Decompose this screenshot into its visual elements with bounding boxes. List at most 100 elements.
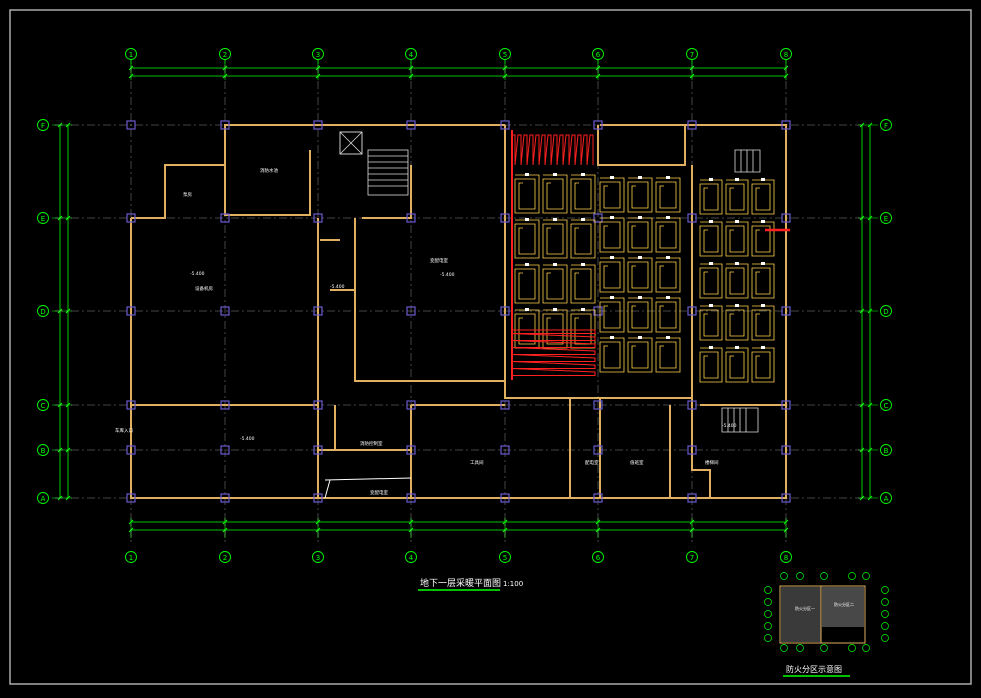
heating-coil-path <box>699 347 723 383</box>
structural-column <box>781 213 791 223</box>
heating-coil-path <box>570 264 596 304</box>
walls <box>130 124 787 499</box>
heating-coil-path <box>655 177 681 213</box>
inset-bubble <box>848 572 856 580</box>
coil-valve <box>761 304 765 307</box>
inset-bubble <box>764 598 772 606</box>
col-bubble-bottom-text: 8 <box>784 554 788 562</box>
col-bubble-bottom-circle <box>125 551 137 563</box>
inset-bubble <box>881 598 889 606</box>
coil-valve <box>581 173 585 176</box>
heating-coil-path <box>655 217 681 253</box>
heating-coil-path <box>627 337 653 373</box>
heating-pipe-red <box>511 134 594 166</box>
coil-valve <box>709 346 713 349</box>
structural-column <box>313 445 323 455</box>
col-bubble-bottom-circle <box>219 551 231 563</box>
heating-coil <box>699 262 723 299</box>
coil-valve <box>610 336 614 339</box>
row-bubble-left-text: A <box>41 495 46 503</box>
structural-column <box>220 445 230 455</box>
row-bubble-left-circle <box>37 305 49 317</box>
heating-coil-path <box>570 309 596 349</box>
room-label: 车库入口 <box>115 427 133 434</box>
inset-bubble <box>881 622 889 630</box>
structural-column <box>220 400 230 410</box>
heating-coil-path <box>542 264 568 304</box>
structural-column <box>313 306 323 316</box>
row-bubble-left-circle <box>37 119 49 131</box>
row-bubble-left-text: C <box>41 402 46 410</box>
inset-bubble <box>764 634 772 642</box>
coil-valve <box>666 176 670 179</box>
coil-valve <box>735 304 739 307</box>
structural-column <box>593 400 603 410</box>
coil-valve <box>735 346 739 349</box>
coil-valve <box>638 336 642 339</box>
coil-valve <box>761 220 765 223</box>
col-bubble-bottom-circle <box>592 551 604 563</box>
heating-coil-path <box>627 257 653 293</box>
row-bubble-right-text: F <box>884 122 888 130</box>
row-bubble-left-text: F <box>41 122 45 130</box>
coil-valve <box>553 173 557 176</box>
heating-coil <box>542 218 568 259</box>
coil-valve <box>581 218 585 221</box>
row-bubble-left-text: E <box>41 215 45 223</box>
heating-coil-path <box>699 263 723 299</box>
wall-segment <box>504 381 692 399</box>
row-bubble-left-circle <box>37 444 49 456</box>
heating-coil <box>599 256 625 293</box>
structural-column <box>500 493 510 503</box>
room-label: 消防水池 <box>260 167 278 174</box>
main-scale: 1:100 <box>503 580 523 588</box>
heating-coil <box>599 336 625 373</box>
structural-column <box>500 400 510 410</box>
inset-bubble <box>796 644 804 652</box>
coil-valve <box>638 216 642 219</box>
room-label: -5.400 <box>440 272 455 278</box>
structural-column <box>313 120 323 130</box>
structural-column <box>500 306 510 316</box>
room-label: 泵房 <box>183 191 192 198</box>
heating-pipe-red <box>511 329 596 376</box>
structural-column <box>687 445 697 455</box>
heating-coil <box>627 296 653 333</box>
coil-valve <box>525 218 529 221</box>
svg-text:防火分区一: 防火分区一 <box>795 605 815 611</box>
heating-coil-path <box>655 297 681 333</box>
coil-valve <box>553 308 557 311</box>
coil-valve <box>709 304 713 307</box>
heating-coil <box>725 304 749 341</box>
col-bubble-bottom-text: 6 <box>596 554 601 562</box>
heating-coil-path <box>751 305 775 341</box>
inset-bubble <box>820 644 828 652</box>
heating-coil <box>655 216 681 253</box>
heating-coil <box>699 346 723 383</box>
heating-coil <box>570 308 596 349</box>
wall-segment <box>131 124 505 219</box>
heating-coil <box>514 263 540 304</box>
heating-coil-path <box>699 179 723 215</box>
structural-column <box>220 306 230 316</box>
heating-coil-path <box>627 297 653 333</box>
heating-coil <box>570 173 596 214</box>
heating-coil <box>570 218 596 259</box>
structural-column <box>593 493 603 503</box>
wall-segment <box>597 125 686 166</box>
coil-valve <box>638 296 642 299</box>
heating-coil <box>699 220 723 257</box>
coil-valve <box>709 262 713 265</box>
room-label: -5.400 <box>722 423 737 429</box>
row-bubble-right-circle <box>880 119 892 131</box>
inset-bubble <box>764 622 772 630</box>
heating-coil <box>514 308 540 349</box>
inset-diagram: 防火分区一 防火分区二 <box>764 572 889 652</box>
heating-coil-path <box>599 217 625 253</box>
heating-coil-path <box>514 174 540 214</box>
heating-coil-path <box>627 177 653 213</box>
heating-coil-path <box>570 219 596 259</box>
heating-coil-path <box>599 257 625 293</box>
heating-coil-path <box>514 264 540 304</box>
heating-coil-path <box>699 305 723 341</box>
